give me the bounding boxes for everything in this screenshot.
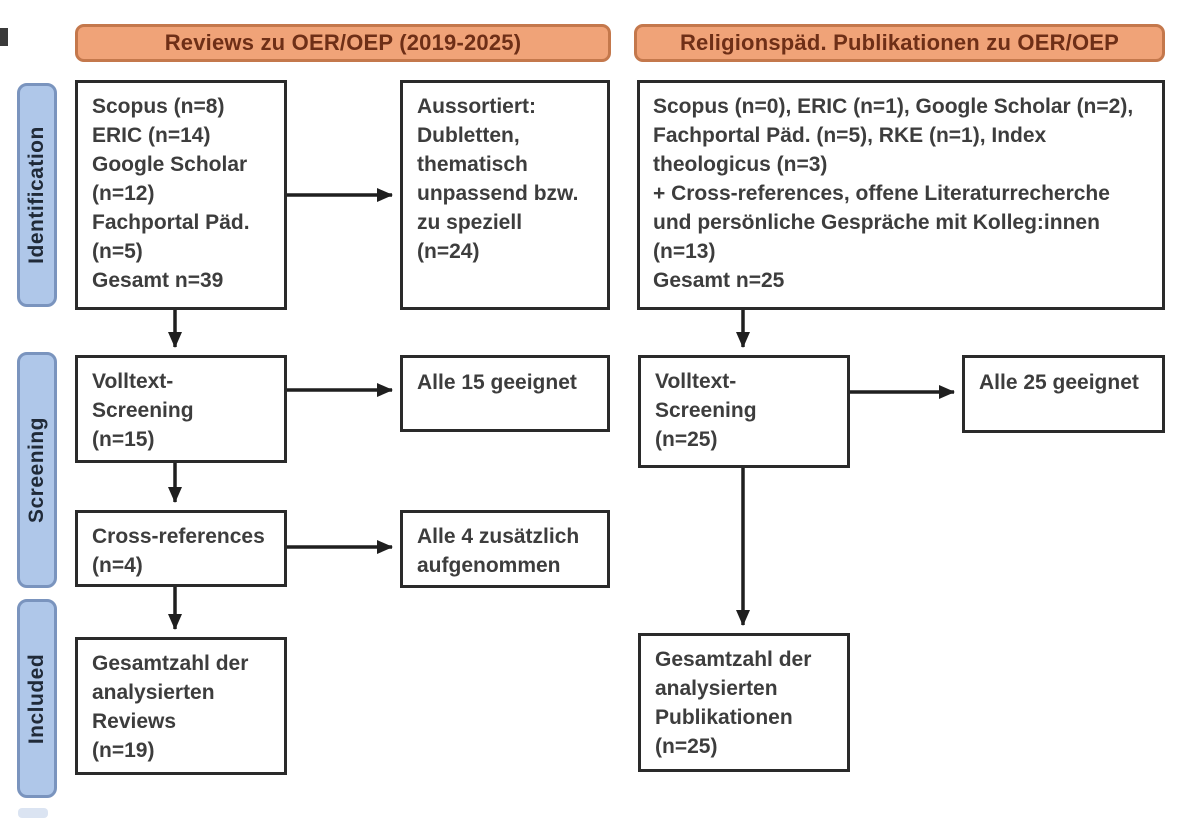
right-included-total-box: Gesamtzahl der analysierten Publikatione… [638, 633, 850, 772]
edge-artifact-bottom [18, 808, 48, 818]
right-fulltext-screening-box: Volltext- Screening (n=25) [638, 355, 850, 468]
stage-included: Included [17, 599, 57, 798]
column-header-right-label: Religionspäd. Publikationen zu OER/OEP [679, 30, 1120, 55]
right-fulltext-result-box: Alle 25 geeignet [962, 355, 1165, 433]
stage-included-label: Included [25, 653, 48, 744]
right-sources-box: Scopus (n=0), ERIC (n=1), Google Scholar… [637, 80, 1165, 310]
left-cross-references-result-box: Alle 4 zusätzlich aufgenommen [400, 510, 610, 588]
left-excluded-box: Aussortiert: Dubletten, thematisch unpas… [400, 80, 610, 310]
left-fulltext-screening-box: Volltext- Screening (n=15) [75, 355, 287, 463]
stage-identification: Identification [17, 83, 57, 307]
stage-screening: Screening [17, 352, 57, 588]
column-header-left: Reviews zu OER/OEP (2019-2025) [75, 24, 611, 62]
column-header-right: Religionspäd. Publikationen zu OER/OEP [634, 24, 1165, 62]
left-fulltext-result-box: Alle 15 geeignet [400, 355, 610, 432]
stage-screening-label: Screening [25, 416, 49, 524]
left-included-total-box: Gesamtzahl der analysierten Reviews (n=1… [75, 637, 287, 775]
left-sources-box: Scopus (n=8) ERIC (n=14) Google Scholar … [75, 80, 287, 310]
edge-artifact-top [0, 28, 8, 46]
column-header-left-label: Reviews zu OER/OEP (2019-2025) [164, 30, 522, 55]
left-cross-references-box: Cross-references (n=4) [75, 510, 287, 587]
stage-identification-label: Identification [25, 126, 49, 264]
